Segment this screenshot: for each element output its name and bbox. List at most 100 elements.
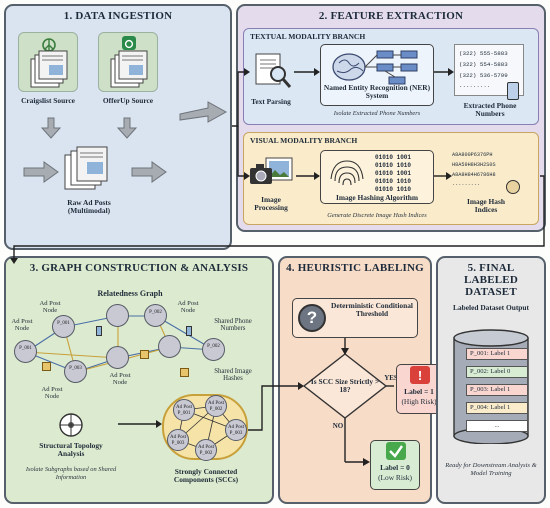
visual-branch-title: VISUAL MODALITY BRANCH bbox=[250, 136, 358, 145]
hash-more: ......... bbox=[452, 181, 481, 187]
node-label: Ad Post Node bbox=[39, 300, 61, 314]
scc-node: Ad Post P_003 bbox=[167, 429, 189, 451]
hash-list: A8A800P6376PH H8A59H8H3H2S0S A8A8H84H678… bbox=[452, 150, 532, 192]
node-label: Ad Post Node bbox=[109, 372, 131, 386]
question-mark-icon: ? bbox=[298, 304, 326, 332]
text-parsing-icon bbox=[252, 52, 294, 92]
image-hashing-box: 01010 1001 01010 1010 01010 1001 01010 1… bbox=[320, 150, 434, 204]
hash-3: A8A8H84H6786H8 bbox=[452, 172, 496, 178]
camera-photo-icon bbox=[248, 152, 296, 192]
row-text: P_003: Label 1 bbox=[470, 386, 511, 393]
hash-2: H8A59H8H3H2S0S bbox=[452, 162, 496, 168]
row-text: P_004: Label 1 bbox=[470, 404, 511, 411]
brain-network-icon bbox=[332, 50, 418, 85]
node-id: Ad Post P_002 bbox=[208, 401, 224, 412]
node-label: Ad Post Node bbox=[41, 386, 63, 400]
hash-grid-icon bbox=[180, 368, 189, 377]
scc-node: Ad Post P_001 bbox=[173, 399, 195, 421]
node-id: P_001 bbox=[19, 346, 32, 351]
node-id: P_002 bbox=[149, 310, 162, 315]
topology-label: Structural Topology Analysis bbox=[39, 441, 103, 459]
row-text: ... bbox=[494, 422, 500, 429]
binary-row-4: 01010 1010 bbox=[375, 178, 412, 185]
dataset-output-label: Labeled Dataset Output bbox=[453, 303, 529, 312]
graph-node: P_002 bbox=[202, 338, 225, 361]
raw-ad-posts-icon bbox=[63, 145, 115, 191]
low-risk-box: Label = 0 (Low Risk) bbox=[370, 440, 420, 490]
craigslist-source-icon bbox=[18, 32, 78, 92]
node-id: P_002 bbox=[207, 344, 220, 349]
check-icon bbox=[386, 442, 406, 460]
node-id: Ad Post P_001 bbox=[176, 405, 192, 416]
ner-label: Named Entity Recognition (NER) System bbox=[323, 83, 431, 101]
dataset-row: P_001: Label 1 bbox=[466, 348, 528, 360]
textual-branch-title: TEXTUAL MODALITY BRANCH bbox=[250, 32, 366, 41]
offerup-source-icon bbox=[98, 32, 158, 92]
label-0-sub: (Low Risk) bbox=[378, 473, 412, 482]
offerup-label: OfferUp Source bbox=[102, 96, 154, 105]
ner-system-box bbox=[320, 44, 434, 106]
label-0: Label = 0 bbox=[380, 463, 410, 472]
panel-title-heuristic: 4. HEURISTIC LABELING bbox=[286, 262, 424, 274]
shared-image-label: Shared Image Hashes bbox=[214, 368, 252, 383]
node-label: Ad Post Node bbox=[11, 318, 33, 332]
threshold-label: Deterministic Conditional Threshold bbox=[331, 301, 413, 319]
relatedness-graph-title: Relatedness Graph bbox=[97, 289, 163, 298]
svg-text:!: ! bbox=[418, 368, 422, 383]
phone-3: (322) 536-5799 bbox=[459, 72, 508, 79]
scc-node: Ad Post P_002 bbox=[195, 439, 217, 461]
dataset-row: P_004: Label 1 bbox=[466, 402, 528, 414]
graph-node: P_001 bbox=[14, 340, 37, 363]
topology-icon bbox=[58, 412, 84, 438]
hash-grid-icon bbox=[506, 180, 520, 194]
panel-graph: 3. GRAPH CONSTRUCTION & ANALYSIS bbox=[4, 256, 274, 504]
node-label: Ad Post Node bbox=[177, 300, 199, 314]
hash-indices-label: Image Hash Indices bbox=[467, 197, 505, 215]
image-processing-label: Image Processing bbox=[254, 195, 288, 213]
graph-node: P_001 bbox=[52, 315, 75, 338]
scc-node: Ad Post P_002 bbox=[205, 395, 227, 417]
label-1: Label = 1 bbox=[404, 387, 434, 396]
hash-grid-icon bbox=[140, 350, 149, 359]
text-parsing-label: Text Parsing bbox=[251, 97, 291, 106]
scc-node: Ad Post P_003 bbox=[225, 419, 247, 441]
image-hashing-label: Image Hashing Algorithm bbox=[335, 193, 419, 202]
topology-note: Isolate Subgraphs based on Shared Inform… bbox=[25, 466, 117, 481]
node-id: Ad Post P_002 bbox=[198, 445, 214, 456]
no-label: NO bbox=[332, 422, 344, 430]
phone-icon bbox=[186, 326, 192, 336]
binary-row-3: 01010 1001 bbox=[375, 170, 412, 177]
extracted-phones-label: Extracted Phone Numbers bbox=[463, 101, 517, 119]
row-text: P_001: Label 1 bbox=[470, 350, 511, 357]
graph-node bbox=[158, 335, 181, 358]
raw-ad-posts-label: Raw Ad Posts (Multimodal) bbox=[67, 198, 111, 216]
scc-label: Strongly Connected Components (SCCs) bbox=[173, 467, 239, 485]
phone-icon bbox=[96, 326, 102, 336]
high-risk-box: ! Label = 1 (High Risk) bbox=[396, 364, 442, 414]
hash-1: A8A800P6376PH bbox=[452, 152, 493, 158]
craigslist-label: Craigslist Source bbox=[21, 96, 75, 105]
node-id: P_001 bbox=[57, 321, 70, 326]
binary-row-2: 01010 1010 bbox=[375, 162, 412, 169]
hash-grid-icon bbox=[42, 362, 51, 371]
ner-note: Isolate Extracted Phone Numbers bbox=[333, 110, 421, 117]
warning-icon: ! bbox=[410, 366, 430, 384]
ready-note: Ready for Downstream Analysis & Model Tr… bbox=[445, 462, 537, 477]
dataset-row: P_002: Label 0 bbox=[466, 366, 528, 378]
dataset-row: P_003: Label 1 bbox=[466, 384, 528, 396]
panel-title-final: 5. FINAL LABELED DATASET bbox=[464, 262, 518, 298]
binary-row-5: 01010 1010 bbox=[375, 186, 412, 193]
graph-node: P_002 bbox=[144, 304, 167, 327]
graph-node bbox=[106, 346, 129, 369]
graph-node bbox=[106, 304, 129, 327]
panel-title-graph: 3. GRAPH CONSTRUCTION & ANALYSIS bbox=[29, 262, 249, 274]
panel-title-feature: 2. FEATURE EXTRACTION bbox=[318, 10, 464, 22]
fingerprint-icon bbox=[330, 160, 364, 186]
node-id: Ad Post P_003 bbox=[170, 435, 186, 446]
smartphone-icon bbox=[507, 82, 519, 100]
shared-phone-label: Shared Phone Numbers bbox=[214, 318, 252, 333]
dataset-row: ... bbox=[466, 420, 528, 432]
hash-note: Generate Discrete Image Hash Indices bbox=[327, 212, 427, 219]
